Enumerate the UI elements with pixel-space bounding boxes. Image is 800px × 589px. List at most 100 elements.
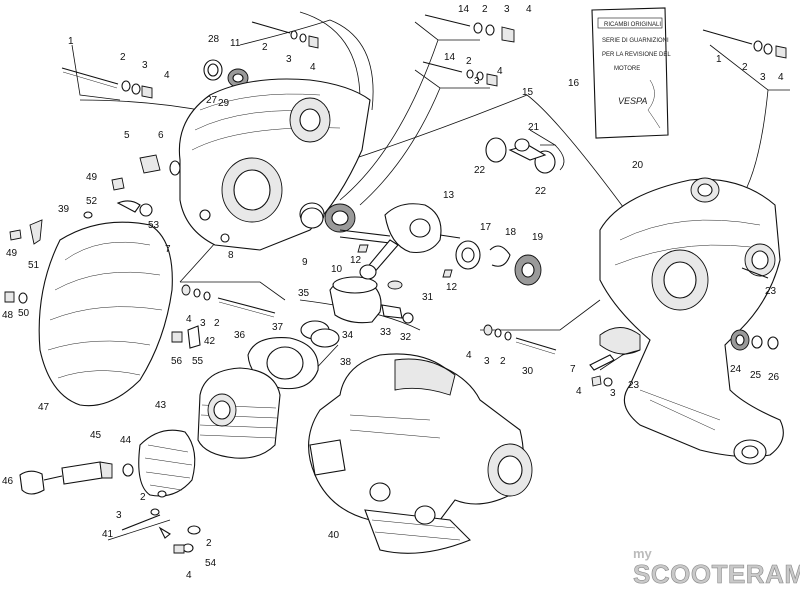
- callout-16: 16: [568, 78, 580, 89]
- bearing-10-seal-9: [300, 203, 453, 278]
- callout-3-c: 3: [504, 4, 510, 15]
- packet-header: RICAMBI ORIGINALI: [604, 22, 661, 28]
- callout-40: 40: [328, 530, 340, 541]
- packet-brand: VESPA: [618, 96, 647, 106]
- callout-3-e: 3: [760, 72, 766, 83]
- callout-55: 55: [192, 356, 204, 367]
- callout-41: 41: [102, 529, 114, 540]
- callout-35: 35: [298, 288, 310, 299]
- bolt-7-nut-4-washer-3: [589, 354, 615, 387]
- spark-plug-45-cap-46: [19, 461, 134, 495]
- stud-30: [483, 324, 557, 355]
- callout-4-e: 4: [778, 72, 784, 83]
- crankshaft-13: [339, 203, 461, 280]
- gasket-kit-packet-16: RICAMBI ORIGINALI SERIE DI GUARNIZIONI P…: [591, 7, 671, 139]
- callout-23a: 23: [765, 286, 777, 297]
- watermark-name: SCOOTERAMA: [633, 559, 800, 589]
- callout-36: 36: [234, 330, 246, 341]
- callout-2-j: 2: [206, 538, 212, 549]
- callout-29: 29: [218, 98, 230, 109]
- callout-18: 18: [505, 227, 517, 238]
- callout-26: 26: [768, 372, 780, 383]
- callout-27: 27: [206, 95, 218, 106]
- callout-4-h: 4: [576, 386, 582, 397]
- callout-1-b: 1: [716, 54, 722, 65]
- callout-4: 4: [164, 70, 170, 81]
- packet-line2: PER LA REVISIONE DEL: [602, 52, 671, 58]
- piston-34: [329, 276, 414, 324]
- callout-4-c: 4: [526, 4, 532, 15]
- stud-14-upper: [424, 14, 515, 43]
- callout-14b: 14: [444, 52, 456, 63]
- callout-24: 24: [730, 364, 742, 375]
- callout-13: 13: [443, 190, 455, 201]
- callout-28: 28: [208, 34, 220, 45]
- callout-23b: 23: [628, 380, 640, 391]
- callout-34: 34: [342, 330, 354, 341]
- callout-7-b: 7: [570, 364, 576, 375]
- callout-22b: 22: [535, 186, 547, 197]
- callout-12a: 12: [350, 255, 362, 266]
- callout-31: 31: [422, 292, 434, 303]
- callout-56: 56: [171, 356, 183, 367]
- callout-32: 32: [400, 332, 412, 343]
- callout-22a: 22: [474, 165, 486, 176]
- piston-rings-35: [300, 320, 340, 348]
- stud-1-right: [702, 29, 787, 59]
- callout-2-e: 2: [742, 62, 748, 73]
- callout-53: 53: [148, 220, 160, 231]
- callout-49a: 49: [86, 172, 98, 183]
- assembled-engine-40: [308, 353, 533, 554]
- callout-51: 51: [28, 260, 40, 271]
- callout-4-d: 4: [497, 66, 503, 77]
- callout-54: 54: [205, 558, 217, 569]
- callout-33: 33: [380, 327, 392, 338]
- plug-5-washer-6: [139, 154, 181, 176]
- flywheel-cover-47: [38, 221, 173, 407]
- callout-6: 6: [158, 130, 164, 141]
- callout-4-g: 4: [466, 350, 472, 361]
- seal-27-bearing-28: [203, 59, 249, 88]
- callout-9: 9: [302, 257, 308, 268]
- callout-21: 21: [528, 122, 540, 133]
- callout-39: 39: [58, 204, 70, 215]
- seal-17-circlip-18-bearing-19: [455, 240, 542, 286]
- callout-2-c: 2: [482, 4, 488, 15]
- callout-49b: 49: [6, 248, 18, 259]
- callout-52: 52: [86, 196, 98, 207]
- callout-3-b: 3: [286, 54, 292, 65]
- watermark-prefix: my: [633, 546, 653, 561]
- cylinder-stud-36: [181, 284, 276, 318]
- nut-56-55: [171, 325, 201, 349]
- callout-11: 11: [230, 38, 241, 49]
- packet-line3: MOTORE: [614, 66, 640, 72]
- callout-42: 42: [204, 336, 216, 347]
- callout-3-h: 3: [610, 388, 616, 399]
- callout-15: 15: [522, 87, 534, 98]
- crankcase-right-half-20: [599, 177, 784, 465]
- callout-2: 2: [120, 52, 126, 63]
- callout-48: 48: [2, 310, 14, 321]
- callout-12b: 12: [446, 282, 458, 293]
- callout-3-i: 3: [116, 510, 122, 521]
- watermark-logo: my SCOOTERAMA: [633, 546, 800, 589]
- stud-14-lower: [422, 61, 498, 87]
- callout-1: 1: [68, 36, 74, 47]
- callout-43: 43: [155, 400, 167, 411]
- callout-8: 8: [228, 250, 234, 261]
- callout-37: 37: [272, 322, 284, 333]
- callout-44: 44: [120, 435, 132, 446]
- crankcase-left-half: [178, 78, 371, 251]
- callout-10: 10: [331, 264, 343, 275]
- callout-2-d: 2: [466, 56, 472, 67]
- bolt-48-washer-50: [4, 291, 28, 304]
- callout-2-f: 2: [214, 318, 220, 329]
- stud-11: [251, 21, 319, 49]
- callout-2-g: 2: [500, 356, 506, 367]
- callout-17: 17: [480, 222, 492, 233]
- callout-7: 7: [165, 244, 171, 255]
- callout-50: 50: [18, 308, 30, 319]
- callout-5: 5: [124, 130, 130, 141]
- cylinder-42: [197, 367, 281, 459]
